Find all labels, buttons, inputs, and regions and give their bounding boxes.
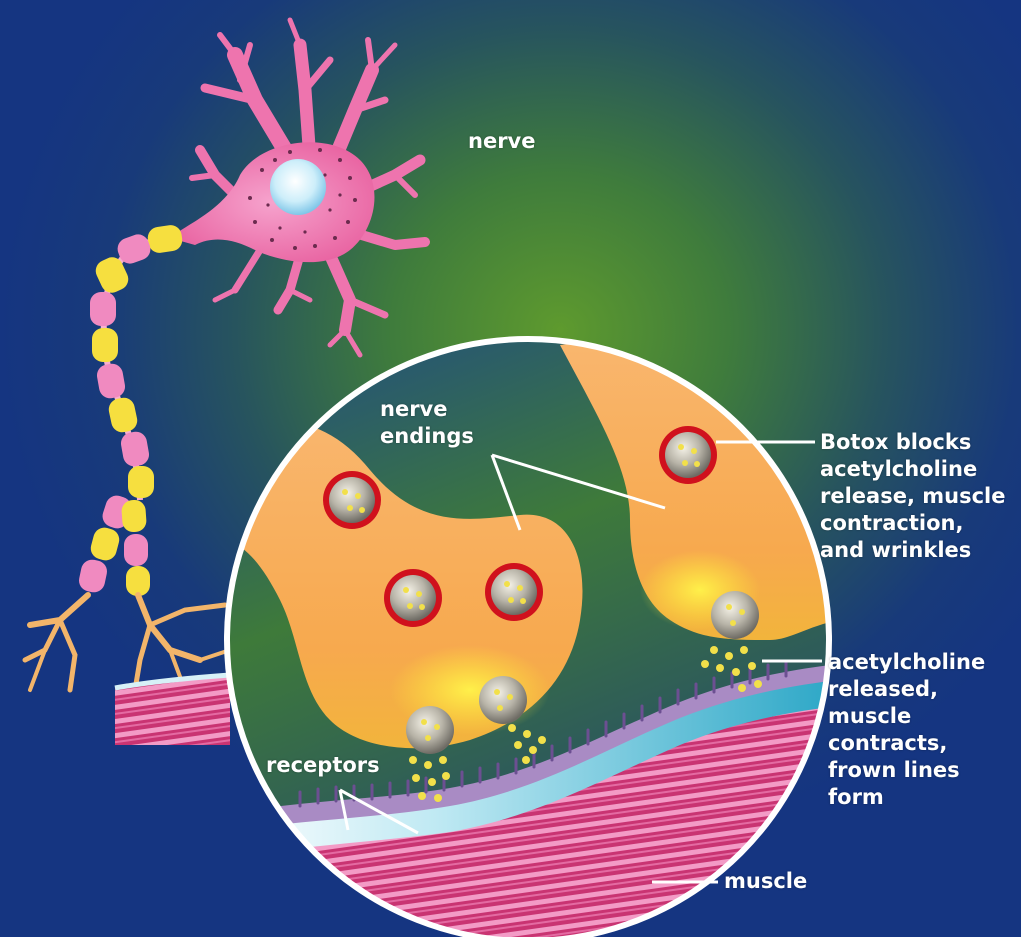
label-nerve-text: nerve	[468, 128, 535, 155]
label-acetylcholine-line-5: frown lines	[828, 757, 985, 784]
label-botox-line-4: contraction,	[820, 510, 1005, 537]
release-vesicle	[711, 591, 759, 639]
label-muscle-text: muscle	[724, 868, 807, 895]
label-botox: Botox blocks acetylcholine release, musc…	[820, 429, 1005, 564]
label-nerve-endings-line-1: nerve	[380, 396, 474, 423]
blocked-vesicle	[323, 471, 381, 529]
blocked-vesicle	[384, 569, 442, 627]
label-acetylcholine-line-2: released,	[828, 676, 985, 703]
release-vesicle	[479, 676, 527, 724]
muscle-strip-small	[115, 675, 230, 745]
blocked-vesicle	[659, 426, 717, 484]
cell-nucleus	[270, 159, 326, 215]
label-nerve-endings: nerve endings	[380, 396, 474, 450]
label-acetylcholine-line-1: acetylcholine	[828, 649, 985, 676]
label-acetylcholine-line-6: form	[828, 784, 985, 811]
label-botox-line-5: and wrinkles	[820, 537, 1005, 564]
myelinated-axon	[25, 224, 230, 690]
nerve-cell	[170, 20, 425, 355]
label-botox-line-2: acetylcholine	[820, 456, 1005, 483]
label-muscle: muscle	[724, 868, 807, 895]
label-acetylcholine-line-4: contracts,	[828, 730, 985, 757]
label-botox-line-1: Botox blocks	[820, 429, 1005, 456]
label-nerve-endings-line-2: endings	[380, 423, 474, 450]
label-acetylcholine-line-3: muscle	[828, 703, 985, 730]
label-botox-line-3: release, muscle	[820, 483, 1005, 510]
label-receptors-text: receptors	[266, 752, 380, 779]
label-nerve: nerve	[468, 128, 535, 155]
label-acetylcholine: acetylcholine released, muscle contracts…	[828, 649, 985, 811]
release-vesicle	[406, 706, 454, 754]
blocked-vesicle	[485, 563, 543, 621]
label-receptors: receptors	[266, 752, 380, 779]
